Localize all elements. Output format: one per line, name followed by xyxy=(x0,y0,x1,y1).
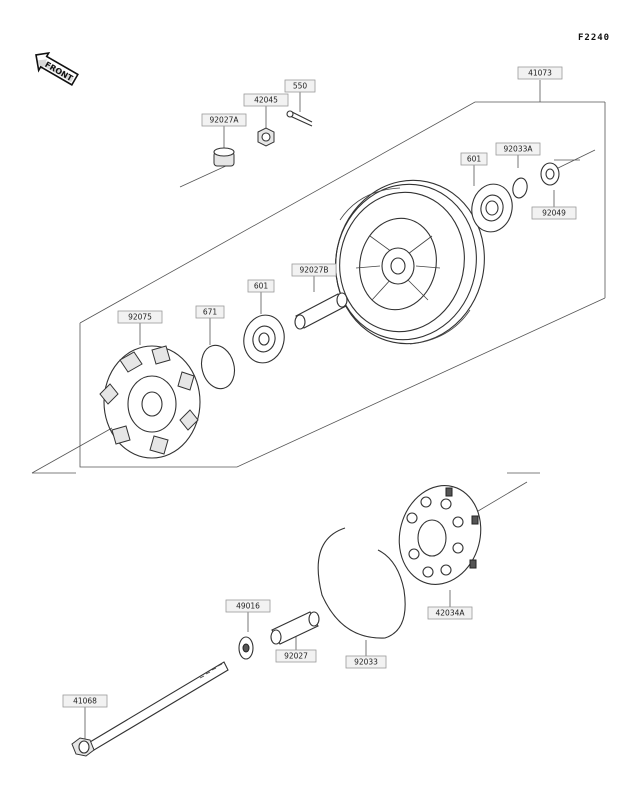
front-arrow-icon: FRONT xyxy=(35,51,79,86)
o-ring-671 xyxy=(200,344,236,390)
svg-text:42034A: 42034A xyxy=(436,609,466,618)
callout-92027: 92027 xyxy=(275,649,317,663)
callout-92049: 92049 xyxy=(531,206,577,220)
collar-92027 xyxy=(270,611,320,645)
callout-92027A: 92027A xyxy=(201,113,247,127)
svg-text:550: 550 xyxy=(293,82,308,91)
callout-42045: 42045 xyxy=(243,93,289,107)
svg-text:92027A: 92027A xyxy=(210,116,240,125)
svg-text:41068: 41068 xyxy=(73,697,97,706)
wheel-rim xyxy=(335,179,485,345)
callout-42034A: 42034A xyxy=(427,606,473,620)
bearing-601-top xyxy=(471,183,513,233)
cotter-pin-550 xyxy=(286,110,313,127)
svg-text:601: 601 xyxy=(467,155,482,164)
collar-92027A xyxy=(213,147,235,167)
callout-49016: 49016 xyxy=(225,599,271,613)
leader-lines xyxy=(84,92,596,740)
callout-601: 601 xyxy=(247,279,275,293)
callout-92027B: 92027B xyxy=(291,263,337,277)
callout-41073: 41073 xyxy=(517,66,563,80)
washer-49016 xyxy=(238,636,254,660)
collar-92027B xyxy=(294,292,348,330)
assembly-frame xyxy=(31,80,606,474)
callout-671: 671 xyxy=(195,305,225,319)
circlip-92033 xyxy=(317,527,406,639)
figure-code: F2240 xyxy=(578,33,610,43)
callout-41068: 41068 xyxy=(62,694,108,708)
callout-92033: 92033 xyxy=(345,655,387,669)
callout-601-top: 601 xyxy=(460,152,488,166)
axle-41068 xyxy=(71,661,229,757)
svg-text:41073: 41073 xyxy=(528,69,552,78)
svg-text:92075: 92075 xyxy=(128,313,152,322)
svg-text:49016: 49016 xyxy=(236,602,260,611)
coupling-42034A xyxy=(398,485,482,585)
circlip-92033A xyxy=(512,177,528,199)
svg-text:92027: 92027 xyxy=(284,652,308,661)
svg-text:92049: 92049 xyxy=(542,209,566,218)
svg-text:601: 601 xyxy=(254,282,269,291)
svg-text:92027B: 92027B xyxy=(299,266,328,275)
svg-text:671: 671 xyxy=(203,308,218,317)
nut-42045 xyxy=(257,127,275,147)
svg-text:92033A: 92033A xyxy=(504,145,534,154)
oil-seal-92049 xyxy=(540,162,560,186)
bearing-601 xyxy=(243,314,285,364)
svg-text:92033: 92033 xyxy=(354,658,378,667)
callout-550: 550 xyxy=(284,79,316,93)
callout-92075: 92075 xyxy=(117,310,163,324)
callout-92033A: 92033A xyxy=(495,142,541,156)
svg-text:42045: 42045 xyxy=(254,96,278,105)
damper-92075 xyxy=(99,345,201,459)
